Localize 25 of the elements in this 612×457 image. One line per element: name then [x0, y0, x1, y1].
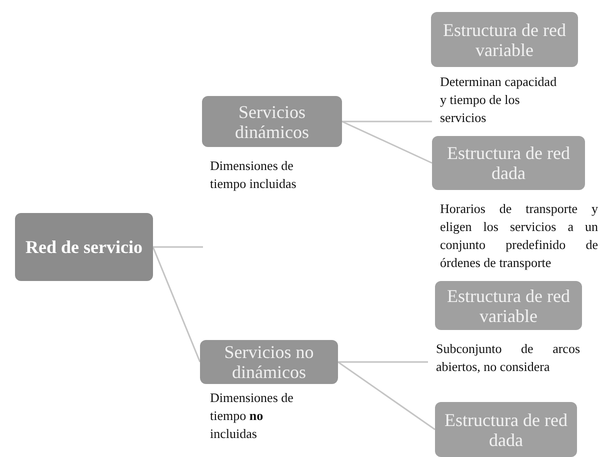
- process-box: [200, 340, 338, 384]
- node-caption: Determinan capacidad y tiempo de los servicios: [440, 73, 558, 127]
- process-box: [432, 136, 585, 190]
- connector-line: [342, 120, 432, 164]
- process-box: [431, 12, 578, 67]
- process-box: [435, 281, 582, 330]
- node-label: Estructura de red dada: [444, 410, 568, 450]
- node-caption: Dimensiones de tiempo incluidas: [210, 157, 298, 193]
- connector-line: [338, 361, 428, 363]
- node-label: Servicios dinámicos: [234, 102, 310, 142]
- node-label: Servicios no dinámicos: [223, 342, 315, 382]
- process-box: [15, 213, 153, 281]
- node-label: Estructura de red variable: [442, 20, 567, 60]
- connector-line: [342, 120, 432, 122]
- process-box: [202, 96, 342, 147]
- node-label: Estructura de red variable: [446, 286, 571, 326]
- node-caption: Horarios de transporte y eligen los servicios a un conjunto predefinido de órdenes de transporte: [440, 200, 598, 272]
- connector-line: [153, 246, 203, 248]
- process-box: [435, 402, 577, 457]
- node-label: Red de servicio: [26, 237, 142, 257]
- node-caption: Subconjunto de arcos abiertos, no considera: [436, 340, 580, 376]
- connector-line: [152, 246, 201, 362]
- connector-line: [338, 361, 436, 430]
- node-caption: Dimensiones de tiempo no incluidas: [210, 389, 294, 443]
- node-label: Estructura de red dada: [446, 143, 571, 183]
